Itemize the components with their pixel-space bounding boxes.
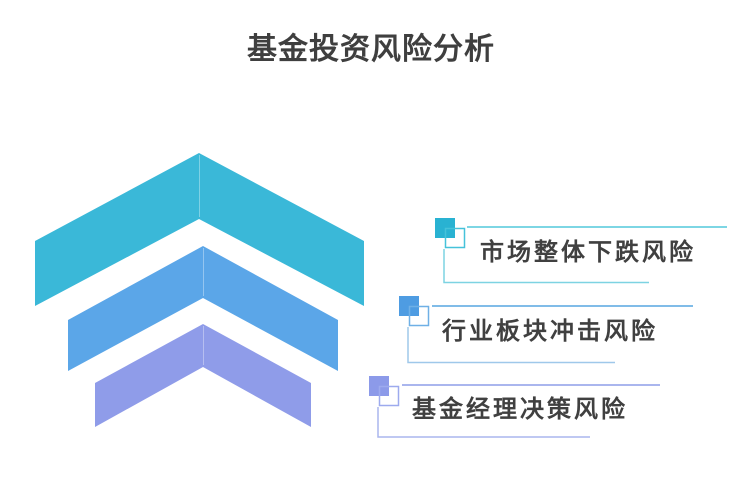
page-title: 基金投资风险分析 — [247, 33, 495, 66]
chevron-manager-risk — [95, 324, 311, 427]
label-3-underline — [377, 407, 590, 438]
label-3-outline-square — [378, 385, 400, 407]
chevron-market-risk — [35, 153, 364, 306]
label-1-outline-square — [444, 227, 466, 249]
risk-label-sector: 行业板块冲击风险 — [442, 318, 658, 345]
risk-label-manager: 基金经理决策风险 — [412, 396, 628, 423]
label-1-underline — [443, 249, 649, 284]
chevron-sector-risk — [68, 246, 338, 371]
label-2-outline-square — [408, 305, 430, 327]
risk-label-market: 市场整体下跌风险 — [480, 239, 696, 266]
label-2-underline — [407, 327, 615, 364]
